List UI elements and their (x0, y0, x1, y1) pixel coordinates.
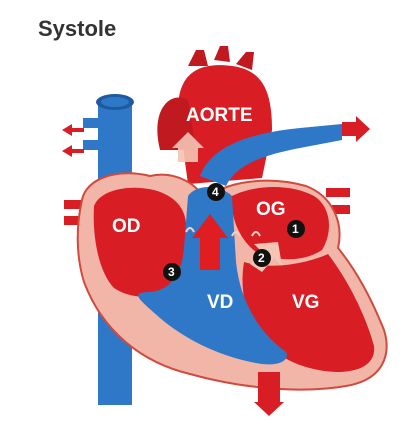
svg-text:2: 2 (258, 251, 265, 265)
marker-2: 2 (253, 249, 271, 267)
svg-text:1: 1 (292, 222, 299, 236)
marker-1: 1 (287, 220, 305, 238)
svg-text:3: 3 (168, 265, 175, 279)
label-left-ventricle: VG (292, 292, 319, 313)
down-arrow-icon (254, 402, 284, 416)
svg-text:4: 4 (212, 185, 219, 199)
pulmonary-vein-right-top (326, 188, 350, 197)
left-arrow-top-icon (62, 124, 84, 136)
right-arrow-icon (342, 116, 370, 142)
marker-4: 4 (207, 183, 225, 201)
label-aorta: AORTE (186, 105, 253, 126)
descending-aorta (258, 372, 280, 402)
left-arrow-bottom-icon (62, 145, 84, 157)
label-right-ventricle: VD (207, 292, 233, 313)
marker-3: 3 (163, 263, 181, 281)
label-left-atrium: OG (256, 199, 286, 220)
label-right-atrium: OD (112, 216, 141, 237)
